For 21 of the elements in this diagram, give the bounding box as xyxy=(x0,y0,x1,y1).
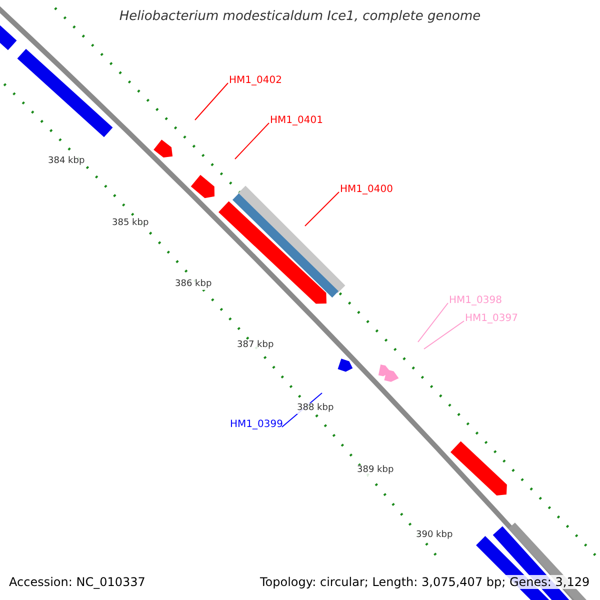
gene-label: HM1_0401 xyxy=(270,115,323,127)
leader-line xyxy=(304,192,340,226)
leader-line xyxy=(194,82,228,120)
gene-label: HM1_0402 xyxy=(229,75,282,87)
title: Heliobacterium modesticaldum Ice1, complete genome xyxy=(118,9,482,25)
accession-note: Accession: NC_010337 xyxy=(9,575,146,590)
leader-line xyxy=(234,122,270,160)
gene-label: HM1_0397 xyxy=(465,313,518,325)
scale-label: 386 kbp xyxy=(175,279,212,290)
genome-info-note: Topology: circular; Length: 3,075,407 bp; Genes: 3,129 xyxy=(260,575,590,590)
scale-label: 385 kbp xyxy=(112,218,149,229)
leader-line xyxy=(424,320,464,350)
scale-label: 387 kbp xyxy=(237,340,274,351)
gene-label: HM1_0400 xyxy=(340,184,393,196)
gene-label: HM1_0398 xyxy=(449,295,502,307)
leader-line xyxy=(418,302,448,342)
scale-label: 390 kbp xyxy=(416,530,453,541)
scale-label: 388 kbp xyxy=(297,403,334,414)
scale-label: 384 kbp xyxy=(48,156,85,167)
scale-label: 389 kbp xyxy=(357,465,394,476)
gene-label: HM1_0399 xyxy=(230,419,283,431)
